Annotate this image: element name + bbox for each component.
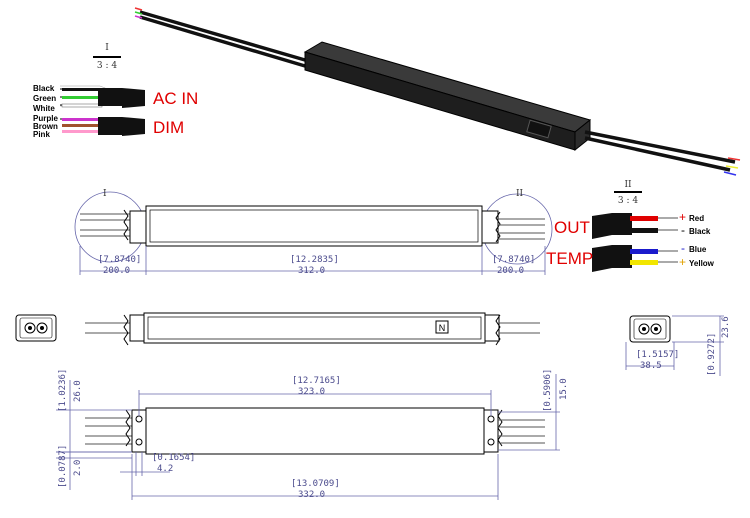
- body-in: [12.2835]: [290, 255, 339, 265]
- red-sign: +: [679, 210, 686, 224]
- brown-wire: [62, 124, 102, 127]
- left-lead-in: [7.8740]: [98, 255, 141, 265]
- wire-label-black: Black: [33, 84, 55, 93]
- total-in: [13.0709]: [291, 479, 340, 489]
- wire-label-purple: Purple: [33, 114, 58, 123]
- end-height-mm: 23.6: [721, 316, 731, 338]
- left-lead-mm: 200.0: [103, 266, 130, 276]
- mount-in: [12.7165]: [292, 376, 341, 386]
- input-wire-harness: [60, 85, 145, 136]
- red-label: Red: [689, 214, 704, 223]
- green-wire: [62, 96, 102, 99]
- right-lead-mm: 200.0: [497, 266, 524, 276]
- wire-label-white: White: [33, 104, 55, 113]
- output-wire-harness: [592, 213, 678, 272]
- mounting-view-dimensions: [12.7165] 323.0 [1.0236] 26.0 [0.5906] 1…: [56, 369, 569, 500]
- purple-wire: [62, 118, 102, 121]
- hole-in: [0.1654]: [152, 453, 195, 463]
- detail-ii-callout: II 3 : 4: [614, 180, 642, 206]
- isometric-driver-view: [134, 7, 741, 176]
- yellow-label: Yellow: [689, 259, 715, 268]
- right-height-mm: 15.0: [559, 378, 569, 400]
- front-view: I II: [74, 189, 553, 265]
- certification-badge-text: N: [439, 323, 446, 333]
- yellow-sign: +: [679, 255, 686, 269]
- detail-i-marker: I: [103, 189, 107, 199]
- side-view: N: [85, 312, 540, 346]
- right-lead-in: [7.8740]: [492, 255, 535, 265]
- end-width-mm: 38.5: [640, 361, 662, 371]
- certification-badge: [435, 320, 449, 334]
- left-height-in: [1.0236]: [58, 369, 68, 412]
- total-mm: 332.0: [298, 490, 325, 500]
- end-view-right: [1.5157] 38.5 [0.9272] 23.6: [625, 315, 731, 376]
- mounting-view: [85, 407, 545, 455]
- black-label: Black: [689, 227, 711, 236]
- yellow-wire: [630, 260, 658, 265]
- detail-i-roman: I: [105, 43, 109, 53]
- detail-i-scale: 3 : 4: [97, 61, 117, 71]
- mount-mm: 323.0: [298, 387, 325, 397]
- detail-i-callout: I 3 : 4: [93, 43, 121, 71]
- hole-mm: 4.2: [157, 464, 173, 474]
- left-height-mm: 26.0: [73, 380, 83, 402]
- temp-label: TEMP: [546, 249, 593, 268]
- blue-sign: -: [681, 241, 685, 255]
- wire-label-pink: Pink: [33, 130, 50, 139]
- ac-in-label: AC IN: [153, 89, 198, 108]
- blue-label: Blue: [689, 245, 707, 254]
- input-wire-labels: Black Green White Purple Brown Pink AC I…: [33, 84, 198, 139]
- output-wire-labels: OUT TEMP + Red - Black - Blue + Yellow: [546, 210, 715, 269]
- detail-ii-scale: 3 : 4: [618, 196, 638, 206]
- wire-label-green: Green: [33, 94, 56, 103]
- wire-label-brown: Brown: [33, 122, 58, 131]
- thick-in: [0.0787]: [58, 445, 68, 488]
- black-wire: [630, 228, 658, 233]
- end-view-left: [15, 314, 57, 342]
- body-mm: 312.0: [298, 266, 325, 276]
- blue-wire: [630, 249, 658, 254]
- end-width-in: [1.5157]: [636, 350, 679, 360]
- detail-ii-marker: II: [516, 189, 524, 199]
- right-height-in: [0.5906]: [543, 369, 553, 412]
- red-wire: [630, 216, 658, 221]
- out-label: OUT: [554, 218, 590, 237]
- front-view-dimensions: [7.8740] 200.0 [12.2835] 312.0 [7.8740] …: [79, 246, 546, 276]
- pink-wire: [62, 130, 102, 133]
- black-sign: -: [681, 223, 685, 237]
- detail-ii-roman: II: [624, 180, 632, 190]
- dim-label: DIM: [153, 118, 184, 137]
- end-height-in: [0.9272]: [707, 333, 717, 376]
- thick-mm: 2.0: [73, 460, 83, 476]
